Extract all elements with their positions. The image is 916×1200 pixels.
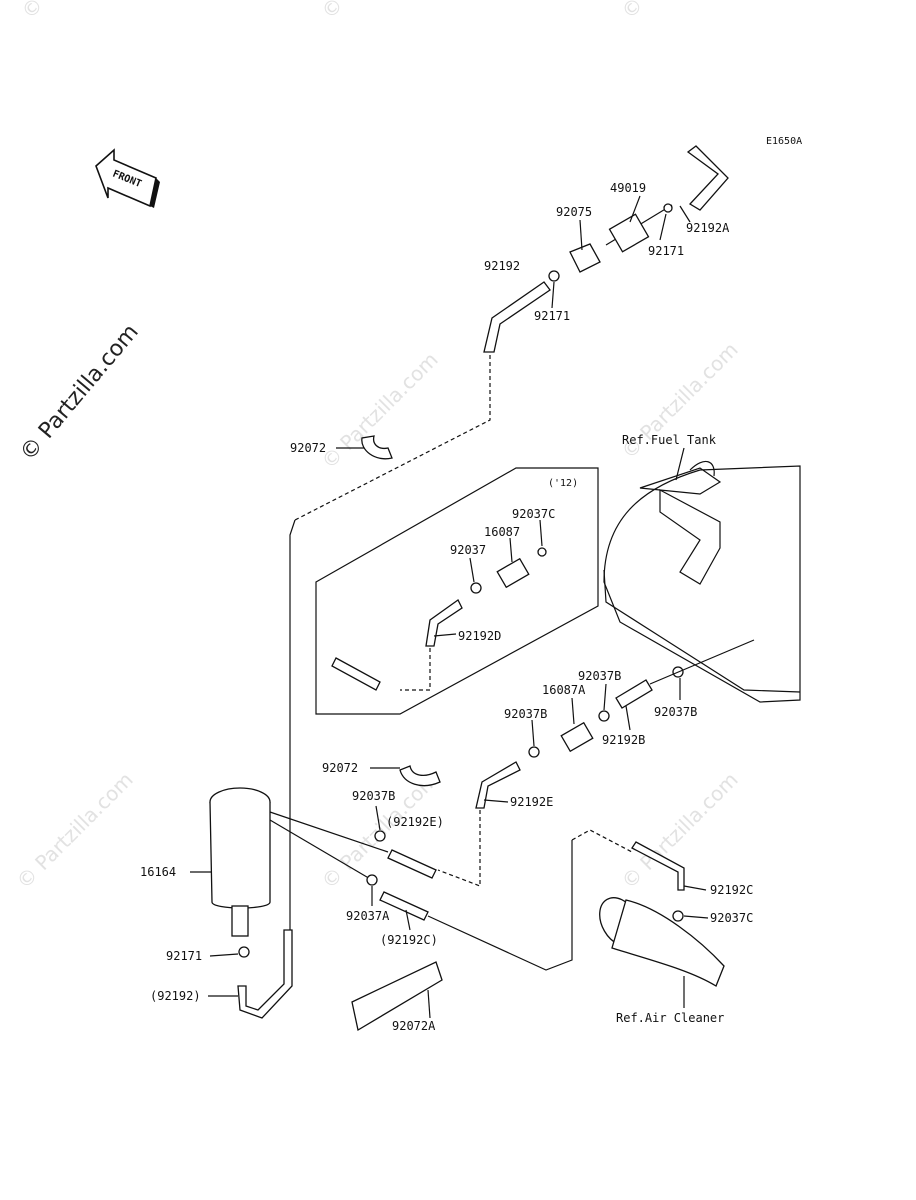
label-92171-mid: 92171 (534, 309, 570, 323)
label-92037b-c: 92037B (654, 705, 697, 719)
hose-92192 (483, 281, 551, 353)
clip-92037b-bottom (374, 830, 386, 842)
model-year-box (315, 467, 599, 715)
watermark: © Partzilla.com (12, 767, 138, 893)
hose-92192d-route (400, 648, 431, 691)
diagram-code: E1650A (766, 136, 802, 147)
clamp-92072-top (361, 435, 393, 460)
hose-route-air (427, 840, 573, 971)
label-92037c-bottom: 92037C (710, 911, 753, 925)
label-92072-mid: 92072 (322, 761, 358, 775)
label-92171-top: 92171 (648, 244, 684, 258)
label-92192: 92192 (484, 259, 520, 273)
hose-92192c (631, 841, 685, 891)
leader-lines (190, 195, 709, 1019)
label-92192-paren: (92192) (150, 989, 201, 1003)
label-92037b-d: 92037B (352, 789, 395, 803)
air-cleaner-boot (599, 897, 725, 987)
front-arrow-icon: FRONT (95, 148, 160, 208)
label-92192c: 92192C (710, 883, 753, 897)
watermark: © Partzilla.com (317, 0, 443, 24)
watermark: © Partzilla.com (17, 0, 143, 24)
valve-16087a (528, 666, 684, 758)
valve-16087 (470, 547, 547, 594)
hose-92192c-paren (379, 891, 429, 921)
hose-route-line (289, 519, 296, 930)
label-92171-bottom: 92171 (166, 949, 202, 963)
label-92037c-top: 92037C (512, 507, 555, 521)
label-92072a: 92072A (392, 1019, 436, 1033)
hose-92192d (425, 599, 463, 647)
hose-92192b (615, 679, 653, 709)
canister-16164 (209, 787, 271, 937)
watermark: © Partzilla.com (617, 0, 743, 24)
label-ref-air-cleaner: Ref.Air Cleaner (616, 1011, 724, 1025)
label-92075: 92075 (556, 205, 592, 219)
label-92037b-b: 92037B (504, 707, 547, 721)
fuel-filter-49019 (605, 203, 673, 253)
label-16087a: 16087A (542, 683, 586, 697)
hose-route-dashed (294, 355, 491, 521)
label-ref-fuel-tank: Ref.Fuel Tank (622, 433, 717, 447)
label-16164: 16164 (140, 865, 176, 879)
hose-92192e-route (437, 810, 481, 887)
label-92037: 92037 (450, 543, 486, 557)
clip-92037a (366, 874, 378, 886)
hose-92192-paren (237, 929, 293, 1019)
label-92192d: 92192D (458, 629, 501, 643)
label-92192b: 92192B (602, 733, 645, 747)
hose-end-92192d (331, 657, 381, 691)
hose-92192e-paren (387, 849, 437, 879)
label-92037a: 92037A (346, 909, 390, 923)
partzilla-watermark: © Partzilla.com (15, 320, 143, 466)
hose-92192a (686, 145, 729, 211)
bracket-92072a (351, 961, 443, 1032)
label-49019: 49019 (610, 181, 646, 195)
label-92192e-paren: (92192E) (386, 815, 444, 829)
hose-92192e (475, 761, 521, 809)
label-92072-top: 92072 (290, 441, 326, 455)
label-92192c-paren: (92192C) (380, 933, 438, 947)
clip-92171-mid (548, 270, 560, 282)
hose-92192c-route (571, 829, 633, 853)
label-92037b-a: 92037B (578, 669, 621, 683)
clamp-92075 (569, 243, 601, 273)
fuel-tank (603, 460, 801, 703)
label-16087: 16087 (484, 525, 520, 539)
clamp-92072-mid (399, 765, 441, 787)
year-note: ('12) (548, 478, 578, 489)
label-92192e: 92192E (510, 795, 553, 809)
label-92192a: 92192A (686, 221, 730, 235)
clip-92171-bottom (238, 946, 250, 958)
